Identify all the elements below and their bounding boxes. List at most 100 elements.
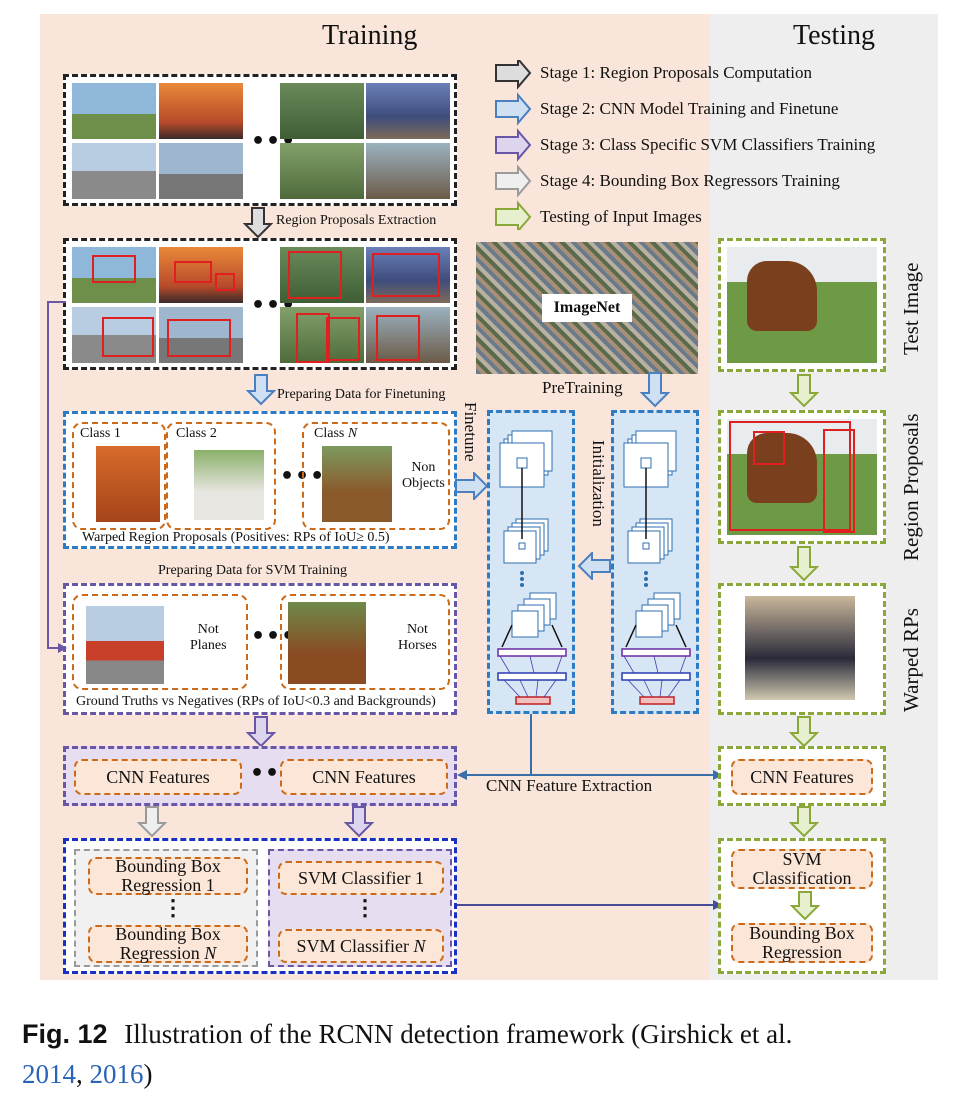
not-planes-group: Not Planes (72, 594, 248, 690)
sheep-image (194, 450, 264, 520)
test-horse-image (727, 247, 877, 363)
arrow-test-3 (789, 716, 819, 748)
horse-white-image (280, 83, 364, 139)
caption-citation-line: 2014, 2016) (22, 1059, 153, 1090)
test-cnn-features-box: CNN Features (718, 746, 886, 806)
non-objects-label: Non Objects (402, 460, 445, 491)
preparing-svm-label: Preparing Data for SVM Training (158, 563, 347, 578)
test-classification-box: SVM Classification Bounding Box Regressi… (718, 838, 886, 974)
bbox-regression-1: Bounding Box Regression 1 (88, 857, 248, 895)
legend-item-stage-3: Stage 3: Class Specific SVM Classifiers … (540, 135, 876, 154)
training-images-box: ••• (63, 74, 457, 206)
bbox-vdots: ⋮ (162, 895, 184, 920)
warped-rps-image (745, 596, 855, 700)
legend-arrow-stage-4 (495, 164, 532, 198)
airplane-proposals-image (72, 247, 156, 303)
legend-arrow-testing (495, 200, 532, 230)
test-image-label: Test Image (899, 262, 923, 355)
preparing-finetuning-label: Preparing Data for Finetuning (277, 387, 446, 402)
horse-people-proposals-image (366, 307, 450, 363)
figure-number: Fig. 12 (22, 1019, 108, 1049)
cnn-features-2: CNN Features (280, 759, 448, 795)
arrow-stage4-down (137, 806, 167, 838)
warped-proposals-box: Class 1 Class 2 ••• Class N Non Objects … (63, 411, 457, 549)
arrow-test-4 (789, 806, 819, 838)
test-image-box (718, 238, 886, 372)
citation-close: ) (143, 1059, 153, 1089)
ground-truth-caption: Ground Truths vs Negatives (RPs of IoU<0… (76, 694, 436, 709)
cnn-pretrained-box (611, 410, 699, 714)
airplane-image (72, 83, 156, 139)
warped-rps-box (718, 583, 886, 715)
imagenet-label: ImageNet (542, 294, 632, 322)
warped-proposals-caption: Warped Region Proposals (Positives: RPs … (82, 530, 390, 545)
test-cnn-features: CNN Features (731, 759, 873, 795)
cnn-finetuned-layers (497, 430, 567, 705)
test-region-proposals-box (718, 410, 886, 544)
arrow-test-2 (789, 546, 819, 582)
testing-title: Testing (793, 20, 876, 51)
horse-rider-image (366, 83, 450, 139)
arrow-test-5 (790, 891, 820, 921)
arrow-svm-down (344, 806, 374, 838)
test-proposals-image (727, 419, 877, 535)
airplane-sunset-proposals-image (159, 247, 243, 303)
not-horses-group: Not Horses (280, 594, 450, 690)
imagenet-image: ImageNet (476, 242, 698, 374)
airplane-red-proposals-image (72, 307, 156, 363)
airplane-sunset-image (159, 83, 243, 139)
horse-people-image (366, 143, 450, 199)
arrow-finetune-right (455, 472, 489, 500)
initialization-label: Initialization (589, 440, 608, 527)
horse-white-proposals-image (280, 247, 364, 303)
svm-data-box: Not Planes ••• Not Horses Ground Truths … (63, 583, 457, 715)
citation-2014-link[interactable]: 2014 (22, 1059, 76, 1089)
legend-arrows (495, 60, 532, 230)
svm-classifier-1: SVM Classifier 1 (278, 861, 444, 895)
horse-rider-proposals-image (366, 247, 450, 303)
class-n-label: Class N (314, 426, 358, 441)
horses-field-image (280, 143, 364, 199)
horse-positive-image (288, 602, 366, 684)
airplane-red-image (72, 143, 156, 199)
not-planes-label: Not Planes (190, 622, 227, 653)
citation-separator: , (76, 1059, 90, 1089)
class-n-group: Class N Non Objects (302, 422, 450, 530)
arrow-pretraining-down (640, 372, 670, 408)
proposals-to-svm-connector (47, 301, 67, 653)
cnn-features-1: CNN Features (74, 759, 242, 795)
cnn-feature-extraction-label: CNN Feature Extraction (486, 776, 653, 795)
arrow-stage3-down (246, 716, 276, 748)
classifiers-to-testing-connector (457, 900, 723, 910)
finetune-label: Finetune (461, 402, 480, 462)
figure-caption: Fig. 12 Illustration of the RCNN detecti… (22, 1019, 792, 1050)
citation-2016-link[interactable]: 2016 (89, 1059, 144, 1089)
plane-positive-image (86, 606, 164, 684)
cnn-features-training-box: CNN Features ••• CNN Features (63, 746, 457, 806)
class-2-group: Class 2 (166, 422, 276, 530)
svm-vdots: ⋮ (354, 895, 376, 920)
legend-item-stage-4: Stage 4: Bounding Box Regressors Trainin… (540, 171, 840, 190)
not-horses-label: Not Horses (398, 622, 437, 653)
pretraining-label: PreTraining (542, 378, 623, 397)
legend-item-stage-1: Stage 1: Region Proposals Computation (540, 63, 812, 82)
legend-item-testing: Testing of Input Images (540, 207, 702, 226)
legend-arrow-stage-1 (495, 60, 532, 90)
airplane-jet-proposals-image (159, 307, 243, 363)
region-proposals-label: Region Proposals (899, 413, 923, 561)
test-bbox-regression: Bounding Box Regression (731, 923, 873, 963)
svm-classification: SVM Classification (731, 849, 873, 889)
legend-arrow-stage-3 (495, 128, 532, 162)
arrow-test-1 (789, 374, 819, 408)
arrow-initialization-left (577, 552, 611, 580)
class-1-label: Class 1 (78, 426, 123, 442)
legend: Stage 1: Region Proposals Computation St… (494, 60, 944, 230)
arrow-stage1-down (243, 207, 273, 239)
cnn-pretrained-layers (621, 430, 691, 705)
bbox-regression-n: Bounding Box Regression N (88, 925, 248, 963)
horses-field-proposals-image (280, 307, 364, 363)
region-proposals-box: ••• (63, 238, 457, 370)
legend-item-stage-2: Stage 2: CNN Model Training and Finetune (540, 99, 839, 118)
car-image (96, 446, 160, 522)
bbox-regressors-group: Bounding Box Regression 1 ⋮ Bounding Box… (74, 849, 258, 967)
